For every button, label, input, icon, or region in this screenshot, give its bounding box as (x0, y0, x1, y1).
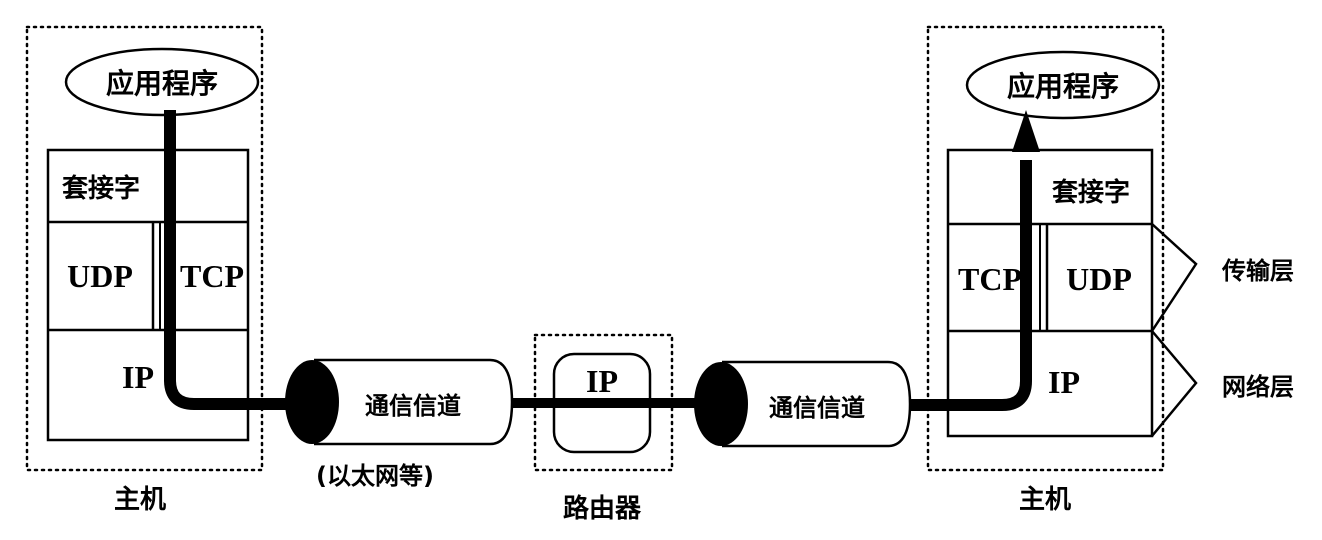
right-application-ellipse (965, 50, 1161, 120)
transport-layer-label: 传输层 (1221, 257, 1294, 285)
channel-left: 通信信道 (以太网等) (285, 358, 514, 490)
left-ip-label: IP (122, 359, 154, 395)
channel-right-end-cap (694, 362, 748, 446)
router-label: 路由器 (563, 493, 642, 524)
left-application-ellipse (64, 47, 260, 117)
left-host-label: 主机 (114, 485, 166, 515)
network-layer-bracket (1151, 330, 1198, 437)
transport-layer-bracket (1150, 223, 1198, 332)
channel-left-note: (以太网等) (316, 462, 434, 490)
right-host-boundary (926, 25, 1165, 472)
channel-left-body (314, 358, 514, 446)
right-application-label: 应用程序 (1007, 70, 1119, 103)
channel-right: 通信信道 (694, 360, 912, 448)
data-path-right-host (905, 160, 1032, 411)
left-udp-label: UDP (67, 258, 133, 294)
left-tcp-label: TCP (180, 258, 244, 294)
left-socket-label: 套接字 (62, 173, 140, 204)
right-ip-label: IP (1048, 364, 1080, 400)
left-application-label: 应用程序 (106, 67, 218, 100)
router-ip-label: IP (586, 363, 618, 399)
left-host: 应用程序 套接字 UDP TCP IP 主机 (25, 25, 264, 515)
left-host-boundary (25, 25, 264, 472)
right-tcp-label: TCP (958, 261, 1022, 297)
channel-right-label: 通信信道 (769, 394, 865, 422)
network-layer-label: 网络层 (1222, 373, 1294, 401)
right-udp-label: UDP (1066, 261, 1132, 297)
channel-right-body (722, 360, 912, 448)
router: IP 路由器 (533, 333, 674, 524)
right-protocol-stack (946, 148, 1154, 438)
channel-left-label: 通信信道 (365, 392, 461, 420)
channel-left-end-cap (285, 360, 339, 444)
right-host-label: 主机 (1019, 485, 1071, 515)
arrow-head-icon (1012, 110, 1040, 152)
left-protocol-stack (46, 148, 250, 442)
right-socket-label: 套接字 (1052, 177, 1130, 208)
right-host: 应用程序 套接字 TCP UDP IP 主机 传输层 网络层 (926, 25, 1294, 515)
data-path-left-host (164, 110, 300, 410)
